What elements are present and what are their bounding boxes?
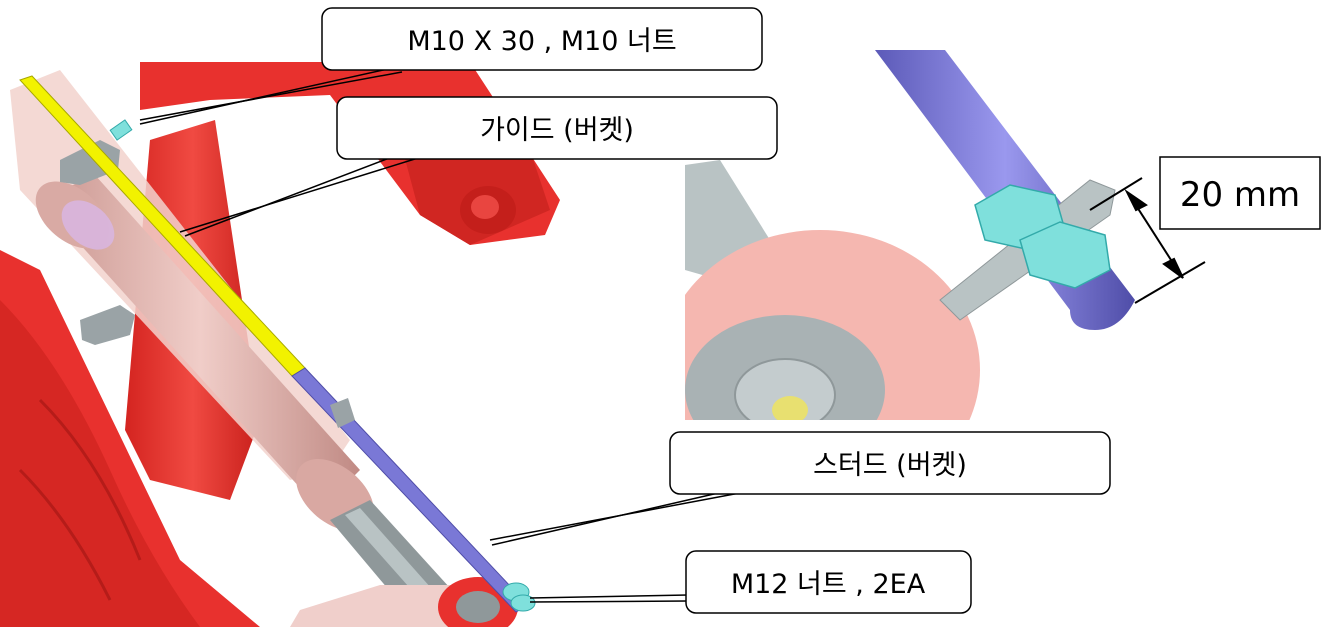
dimension-annotation xyxy=(1089,177,1206,304)
bolt-m10 xyxy=(109,119,133,141)
leader-bolt xyxy=(139,71,403,121)
red-arm-hole xyxy=(471,195,499,219)
dimension-extension-line-bottom xyxy=(1134,261,1206,304)
leader-nut xyxy=(529,594,689,599)
leader-guide-2 xyxy=(184,151,406,237)
leader-bolt-2 xyxy=(139,67,393,125)
dimension-arrowhead-top xyxy=(1124,188,1148,212)
detail-gray-disc-inner xyxy=(734,358,836,420)
leader-nut-2 xyxy=(529,600,689,603)
callout-stud-bucket: 스터드 (버켓) xyxy=(669,431,1111,495)
leader-lines xyxy=(139,67,746,603)
dimension-extension-line-top xyxy=(1089,177,1143,211)
callout-stud-bucket-text: 스터드 (버켓) xyxy=(813,450,967,481)
detail-hex-nut-bottom xyxy=(1019,221,1111,289)
leader-stud-2 xyxy=(491,487,741,546)
callout-bolt-nut-text: M10 X 30 , M10 너트 xyxy=(407,26,676,57)
callout-bolt-nut: M10 X 30 , M10 너트 xyxy=(321,7,763,71)
dimension-label-text: 20 mm xyxy=(1180,175,1300,215)
callout-m12-nut: M12 너트 , 2EA xyxy=(685,550,972,614)
red-frame-edge-2 xyxy=(18,468,112,601)
cylinder-shaft xyxy=(40,175,360,510)
right-detail-view xyxy=(685,50,1135,420)
red-frame-edge xyxy=(38,398,142,561)
dimension-label-box: 20 mm xyxy=(1159,156,1321,230)
bottom-red-ring-hole xyxy=(456,591,500,623)
callout-guide-bucket: 가이드 (버켓) xyxy=(336,96,778,160)
mid-bracket xyxy=(80,305,135,345)
callout-guide-bucket-text: 가이드 (버켓) xyxy=(480,115,634,146)
detail-center-nut xyxy=(772,396,808,420)
mid-clip xyxy=(330,398,355,428)
dimension-arrowhead-bottom xyxy=(1162,257,1184,279)
bottom-base-plate xyxy=(290,585,470,627)
red-frame-inner xyxy=(0,300,200,627)
guide-bracket xyxy=(60,140,120,185)
leader-guide xyxy=(179,157,419,233)
callout-m12-nut-text: M12 너트 , 2EA xyxy=(731,569,926,600)
cylinder-collar-purple xyxy=(61,200,115,250)
m12-nut-right xyxy=(510,594,536,612)
